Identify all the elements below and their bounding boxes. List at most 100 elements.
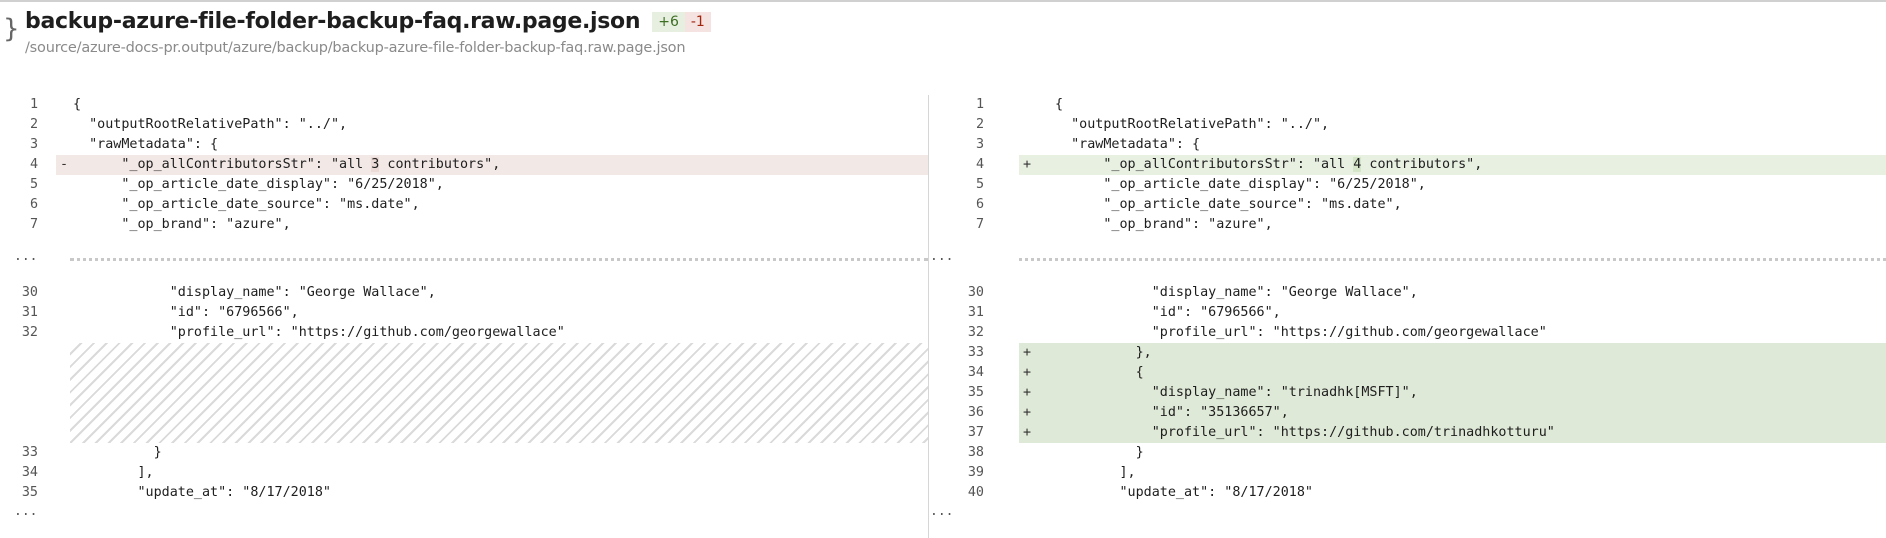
line-code: "display_name": "George Wallace",: [1055, 285, 1418, 300]
code-line: 31 "id": "6796566",: [0, 303, 928, 323]
line-code: "_op_brand": "azure",: [1055, 217, 1273, 232]
line-number: 5: [29, 177, 38, 192]
top-border: [0, 0, 1886, 2]
line-number: 31: [967, 305, 984, 320]
line-number: 39: [967, 465, 984, 480]
line-highlight: [1019, 423, 1886, 443]
code-line: 35 "update_at": "8/17/2018": [0, 483, 928, 503]
line-highlight: [1019, 343, 1886, 363]
added-marker: +: [1023, 345, 1032, 360]
line-number: 37: [967, 425, 984, 440]
added-marker: +: [1023, 385, 1032, 400]
ellipsis-icon[interactable]: ...: [930, 249, 954, 264]
changed-line: 4+ "_op_allContributorsStr": "all 4 cont…: [946, 155, 1886, 175]
added-marker: +: [1023, 425, 1032, 440]
line-code: "_op_article_date_display": "6/25/2018",: [1055, 177, 1426, 192]
collapsed-lines-expander[interactable]: ...: [930, 505, 1886, 525]
code-line: 1{: [946, 95, 1886, 115]
additions-badge: +6: [652, 11, 685, 32]
code-line: 5 "_op_article_date_display": "6/25/2018…: [946, 175, 1886, 195]
code-line: 33 }: [0, 443, 928, 463]
line-code: "id": "6796566",: [1055, 305, 1281, 320]
line-number: 30: [967, 285, 984, 300]
line-highlight: [1019, 155, 1886, 175]
line-code: "id": "35136657",: [1055, 405, 1289, 420]
deleted-marker: -: [60, 157, 69, 172]
hatch-pattern: [70, 343, 928, 443]
line-code: "rawMetadata": {: [1055, 137, 1201, 152]
code-line: 32 "profile_url": "https://github.com/ge…: [0, 323, 928, 343]
line-code: "display_name": "George Wallace",: [73, 285, 436, 300]
code-line: 7 "_op_brand": "azure",: [0, 215, 928, 235]
line-number: 2: [29, 117, 38, 132]
collapsed-lines-expander[interactable]: ...: [930, 250, 1886, 270]
line-highlight: [1019, 383, 1886, 403]
line-number: 5: [975, 177, 984, 192]
line-number: 36: [967, 405, 984, 420]
line-number: 6: [29, 197, 38, 212]
changed-line: 4- "_op_allContributorsStr": "all 3 cont…: [0, 155, 928, 175]
line-code: "profile_url": "https://github.com/georg…: [1055, 325, 1547, 340]
line-code: ],: [73, 465, 154, 480]
line-code: "outputRootRelativePath": "../",: [73, 117, 348, 132]
line-code: "_op_article_date_source": "ms.date",: [1055, 197, 1402, 212]
line-code: }: [73, 445, 162, 460]
file-header: backup-azure-file-folder-backup-faq.raw.…: [25, 9, 711, 34]
code-line: 2 "outputRootRelativePath": "../",: [0, 115, 928, 135]
collapsed-separator: [1019, 258, 1886, 261]
line-code: "_op_article_date_source": "ms.date",: [73, 197, 420, 212]
line-number: 30: [21, 285, 38, 300]
line-number: 6: [975, 197, 984, 212]
code-line: 30 "display_name": "George Wallace",: [0, 283, 928, 303]
line-number: 38: [967, 445, 984, 460]
code-line: 39 ],: [946, 463, 1886, 483]
line-code: "_op_allContributorsStr": "all 3 contrib…: [73, 157, 501, 172]
ellipsis-icon[interactable]: ...: [14, 249, 38, 264]
line-number: 3: [29, 137, 38, 152]
code-line: 1{: [0, 95, 928, 115]
line-number: 32: [967, 325, 984, 340]
code-line: 34 ],: [0, 463, 928, 483]
pane-divider[interactable]: [928, 95, 929, 538]
line-number: 1: [975, 97, 984, 112]
line-code: "outputRootRelativePath": "../",: [1055, 117, 1330, 132]
line-code: "rawMetadata": {: [73, 137, 219, 152]
code-line: 31 "id": "6796566",: [946, 303, 1886, 323]
collapsed-lines-expander[interactable]: ...: [0, 505, 928, 525]
line-number: 7: [29, 217, 38, 232]
line-number: 34: [967, 365, 984, 380]
line-number: 33: [21, 445, 38, 460]
line-number: 7: [975, 217, 984, 232]
line-highlight: [1019, 363, 1886, 383]
line-code: "update_at": "8/17/2018": [73, 485, 331, 500]
changed-line: 33+ },: [946, 343, 1886, 363]
added-marker: +: [1023, 405, 1032, 420]
changed-line: 35+ "display_name": "trinadhk[MSFT]",: [946, 383, 1886, 403]
deletions-badge: -1: [684, 11, 711, 32]
original-pane: 1{2 "outputRootRelativePath": "../",3 "r…: [0, 95, 928, 525]
ellipsis-icon[interactable]: ...: [930, 504, 954, 519]
line-code: }: [1055, 445, 1144, 460]
ellipsis-icon[interactable]: ...: [14, 504, 38, 519]
line-number: 40: [967, 485, 984, 500]
line-number: 2: [975, 117, 984, 132]
changed-char: 3: [371, 157, 380, 172]
added-marker: +: [1023, 365, 1032, 380]
line-code: "_op_article_date_display": "6/25/2018",: [73, 177, 444, 192]
changed-line: 36 + "id": "35136657",: [946, 403, 1886, 423]
collapsed-separator: [70, 258, 928, 261]
line-code: {: [1055, 97, 1064, 112]
line-highlight: [1019, 403, 1886, 423]
code-line: 6 "_op_article_date_source": "ms.date",: [0, 195, 928, 215]
added-marker: +: [1023, 157, 1032, 172]
line-number: 35: [967, 385, 984, 400]
line-code: "_op_brand": "azure",: [73, 217, 291, 232]
line-number: 34: [21, 465, 38, 480]
empty-placeholder-region: [0, 343, 928, 443]
collapsed-lines-expander[interactable]: ...: [0, 250, 928, 270]
line-code: {: [73, 97, 82, 112]
code-line: 30 "display_name": "George Wallace",: [946, 283, 1886, 303]
line-code: },: [1055, 345, 1152, 360]
file-path: /source/azure-docs-pr.output/azure/backu…: [25, 40, 686, 56]
line-number: 35: [21, 485, 38, 500]
